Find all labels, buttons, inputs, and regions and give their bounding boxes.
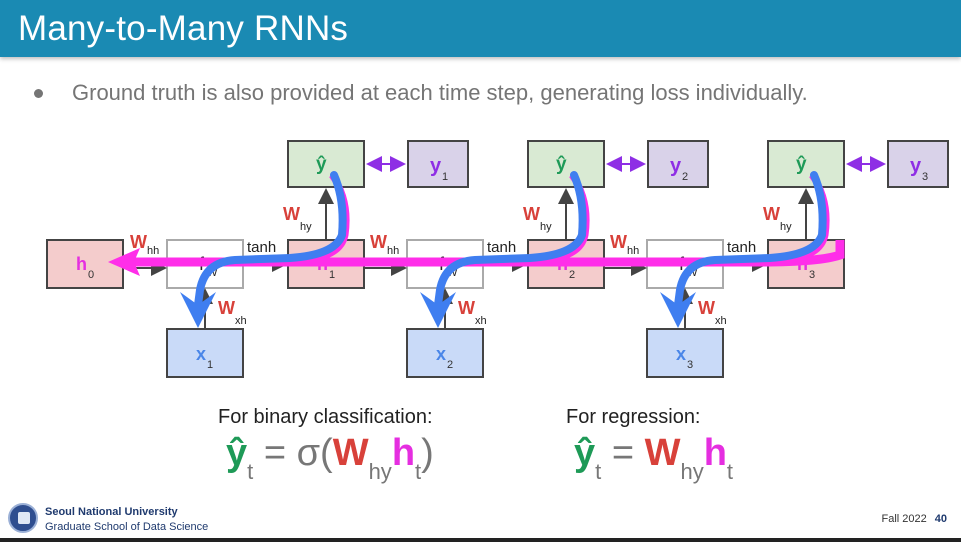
university-logo-icon [8, 503, 38, 533]
yhat-symbol: ŷ [226, 432, 248, 474]
fw-sub: W [687, 267, 698, 279]
h-sub: t [415, 459, 422, 484]
x-node [166, 328, 244, 378]
why-sub: hy [780, 221, 792, 233]
backprop-magenta-arrowhead [108, 248, 140, 276]
y-label: y [910, 155, 922, 177]
yhat-symbol: ŷ [574, 432, 596, 474]
x-sub: 1 [207, 359, 213, 371]
backprop-paths [108, 171, 845, 328]
x-sub: 3 [687, 359, 693, 371]
y-sub: 3 [922, 171, 928, 183]
yhat-sub: t [247, 459, 254, 484]
equals: = [601, 432, 645, 474]
yhat-label: ŷ [796, 154, 807, 175]
y-node [407, 140, 469, 188]
why-label: W [763, 204, 780, 224]
title-bar: Many-to-Many RNNs [0, 0, 961, 57]
x-label: x [436, 344, 446, 364]
w-sub: hy [368, 459, 392, 484]
backprop-blue-arrowhead [180, 292, 216, 328]
why-sub: hy [300, 221, 312, 233]
y-node [887, 140, 949, 188]
term-label: Fall 2022 [881, 513, 927, 525]
yhat-node [527, 140, 605, 188]
backprop-blue-arrowhead [420, 292, 456, 328]
backprop-blue-path [194, 171, 347, 309]
h0-label: h [76, 254, 87, 274]
bullet-text: Ground truth is also provided at each ti… [72, 80, 808, 105]
backprop-blue-path [674, 171, 827, 309]
x-label: x [676, 344, 686, 364]
regression-caption: For regression: [566, 406, 701, 428]
why-label: W [523, 204, 540, 224]
fw-sub: W [207, 267, 218, 279]
h0-sub: 0 [88, 269, 94, 281]
h-sub: 1 [329, 269, 335, 281]
university-name: Seoul National University [45, 506, 178, 518]
y-node [647, 140, 709, 188]
x-label: x [196, 344, 206, 364]
w-symbol: W [332, 432, 369, 474]
tanh-label: tanh [727, 239, 756, 256]
y-label: y [430, 155, 442, 177]
bullet-dot-icon [34, 89, 43, 98]
footer-info: Fall 2022 40 [881, 513, 947, 525]
whh-sub: hh [147, 245, 159, 257]
why-sub: hy [540, 221, 552, 233]
whh-label: W [130, 232, 147, 252]
y-sub: 1 [442, 171, 448, 183]
y-label: y [670, 155, 682, 177]
regression-formula: ŷt = Whyht [574, 432, 733, 485]
h-sub: 2 [569, 269, 575, 281]
h-sub: 3 [809, 269, 815, 281]
why-label: W [283, 204, 300, 224]
x-node [646, 328, 724, 378]
tanh-label: tanh [247, 239, 276, 256]
page-number: 40 [934, 513, 947, 525]
school-name: Graduate School of Data Science [45, 521, 209, 533]
h-symbol: h [703, 432, 727, 474]
w-sub: hy [680, 459, 704, 484]
y-sub: 2 [682, 171, 688, 183]
wxh-sub: xh [235, 315, 247, 327]
fw-sub: W [447, 267, 458, 279]
yhat-sub: t [595, 459, 602, 484]
wxh-sub: xh [475, 315, 487, 327]
whh-sub: hh [387, 245, 399, 257]
w-symbol: W [644, 432, 681, 474]
h-sub: t [726, 459, 734, 484]
slide-title: Many-to-Many RNNs [18, 9, 349, 48]
equals-sigma: = σ( [253, 432, 333, 474]
x-node [406, 328, 484, 378]
tanh-label: tanh [487, 239, 516, 256]
classification-formula: ŷt = σ(Whyht) [226, 432, 434, 485]
whh-label: W [370, 232, 387, 252]
yhat-node [767, 140, 845, 188]
x-sub: 2 [447, 359, 453, 371]
classification-caption: For binary classification: [218, 406, 433, 428]
h0-node: h 0 [46, 239, 124, 289]
wxh-sub: xh [715, 315, 727, 327]
whh-label: W [610, 232, 627, 252]
bottom-border [0, 538, 961, 542]
yhat-label: ŷ [316, 154, 327, 175]
wxh-label: W [458, 298, 475, 318]
wxh-label: W [698, 298, 715, 318]
h-symbol: h [391, 432, 416, 474]
backprop-blue-arrowhead [660, 292, 696, 328]
close-paren: ) [421, 432, 434, 474]
wxh-label: W [218, 298, 235, 318]
whh-sub: hh [627, 245, 639, 257]
yhat-node [287, 140, 365, 188]
backprop-blue-path [434, 171, 587, 309]
yhat-label: ŷ [556, 154, 567, 175]
